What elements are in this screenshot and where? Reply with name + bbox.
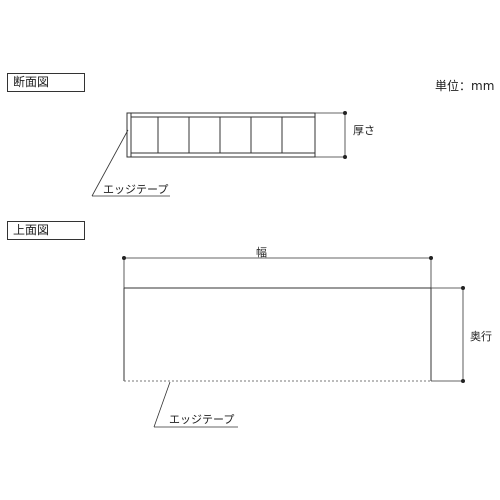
cross-section-outline <box>126 112 316 158</box>
cross-section-title: 断面図 <box>7 73 85 92</box>
width-end-dot <box>429 256 433 260</box>
thickness-end-dot <box>343 155 347 159</box>
edge-tape-leader-top-view <box>153 381 171 428</box>
width-label: 幅 <box>256 246 267 259</box>
width-end-dot <box>122 256 126 260</box>
edge-tape-label-cross-section: エッジテープ <box>103 183 169 196</box>
thickness-label: 厚さ <box>353 124 375 137</box>
top-view-title-text: 上面図 <box>13 223 50 237</box>
top-view-title: 上面図 <box>7 221 85 240</box>
cross-section-panel <box>91 111 347 197</box>
edge-tape-cross-section <box>126 112 132 158</box>
edge-tape-leader-cross-section <box>91 129 129 197</box>
unit-label: 単位：mm <box>435 79 495 93</box>
depth-end-dot <box>461 379 465 383</box>
edge-tape-label-top-view: エッジテープ <box>169 413 235 426</box>
thickness-end-dot <box>343 111 347 115</box>
cross-section-title-text: 断面図 <box>13 75 50 89</box>
depth-end-dot <box>461 286 465 290</box>
top-view-panel <box>122 256 465 428</box>
depth-label: 奥行 <box>470 330 492 343</box>
